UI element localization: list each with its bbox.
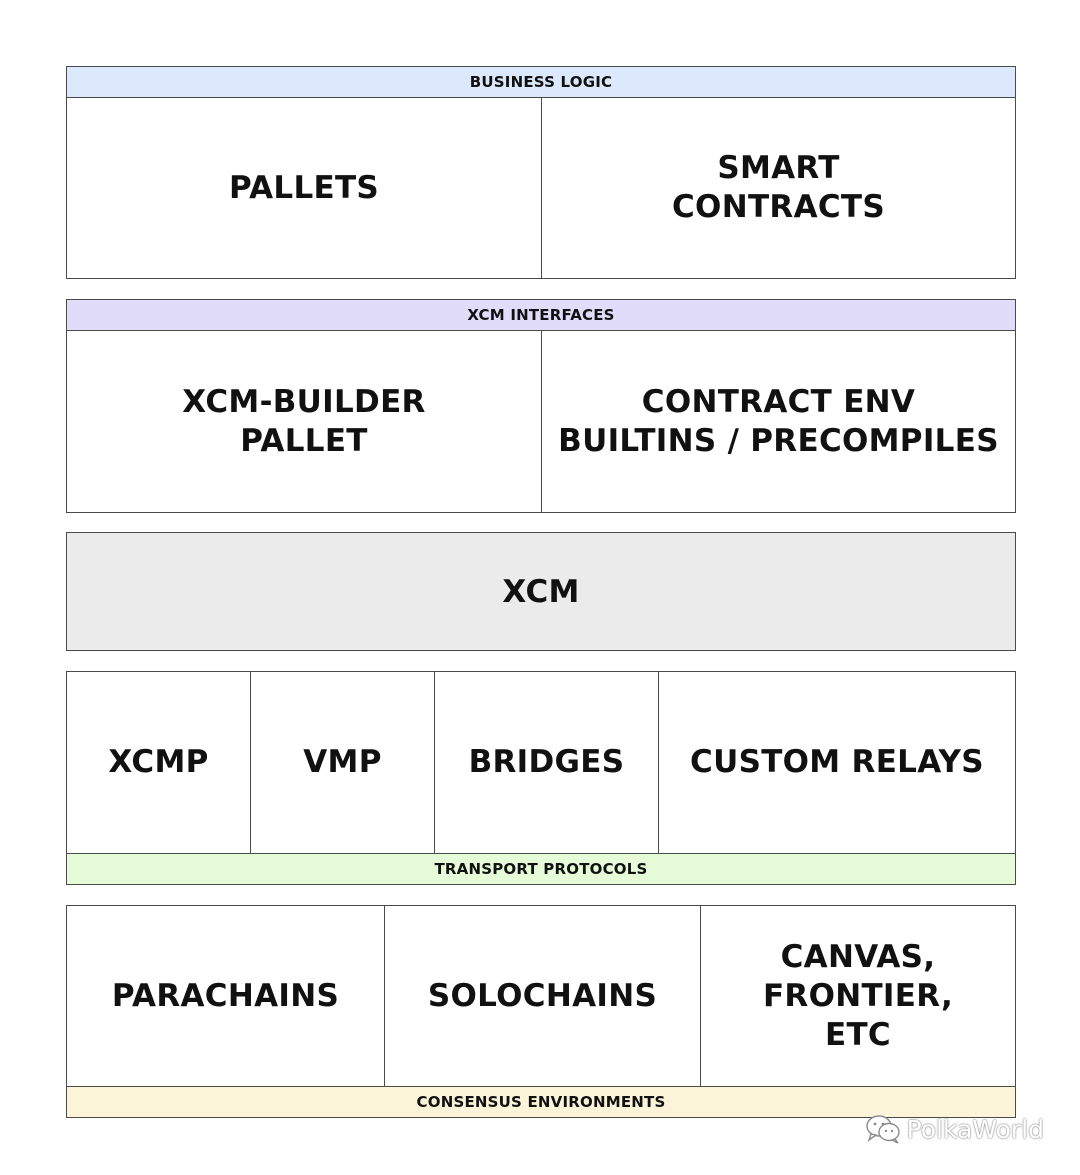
xcm-interfaces-row: XCM-BUILDER PALLET CONTRACT ENV BUILTINS… [67,331,1015,512]
canvas-frontier-etc-block: CANVAS, FRONTIER, ETC [700,906,1015,1086]
business-logic-label: BUSINESS LOGIC [67,67,1015,98]
wechat-icon [865,1114,901,1144]
custom-relays-block: CUSTOM RELAYS [658,672,1015,853]
transport-protocols-row: XCMP VMP BRIDGES CUSTOM RELAYS [67,672,1015,853]
contract-env-builtins-block: CONTRACT ENV BUILTINS / PRECOMPILES [541,331,1015,512]
xcm-builder-pallet-block: XCM-BUILDER PALLET [182,383,426,459]
xcmp-block: XCMP [108,744,209,780]
xcm-interfaces-label: XCM INTERFACES [67,300,1015,331]
parachains-block: PARACHAINS [111,977,340,1014]
pallets-block: PALLETS [228,169,380,206]
watermark-text: PolkaWorld [906,1114,1044,1144]
solochains-block: SOLOCHAINS [384,906,700,1086]
vmp-block: VMP [250,672,434,853]
smart-contracts-block: SMART CONTRACTS [541,98,1015,278]
transport-protocols-layer: XCMP VMP BRIDGES CUSTOM RELAYS TRANSPORT… [66,671,1016,885]
consensus-environments-layer: PARACHAINS SOLOCHAINS CANVAS, FRONTIER, … [66,905,1016,1118]
consensus-environments-label: CONSENSUS ENVIRONMENTS [67,1086,1015,1117]
xcm-layer: XCM [66,532,1016,651]
business-logic-layer: BUSINESS LOGIC PALLETS SMART CONTRACTS [66,66,1016,279]
bridges-block: BRIDGES [434,672,658,853]
business-logic-row: PALLETS SMART CONTRACTS [67,98,1015,278]
transport-protocols-label: TRANSPORT PROTOCOLS [67,853,1015,884]
xcm-interfaces-layer: XCM INTERFACES XCM-BUILDER PALLET CONTRA… [66,299,1016,513]
consensus-environments-row: PARACHAINS SOLOCHAINS CANVAS, FRONTIER, … [67,906,1015,1086]
watermark: PolkaWorld [865,1114,1044,1144]
